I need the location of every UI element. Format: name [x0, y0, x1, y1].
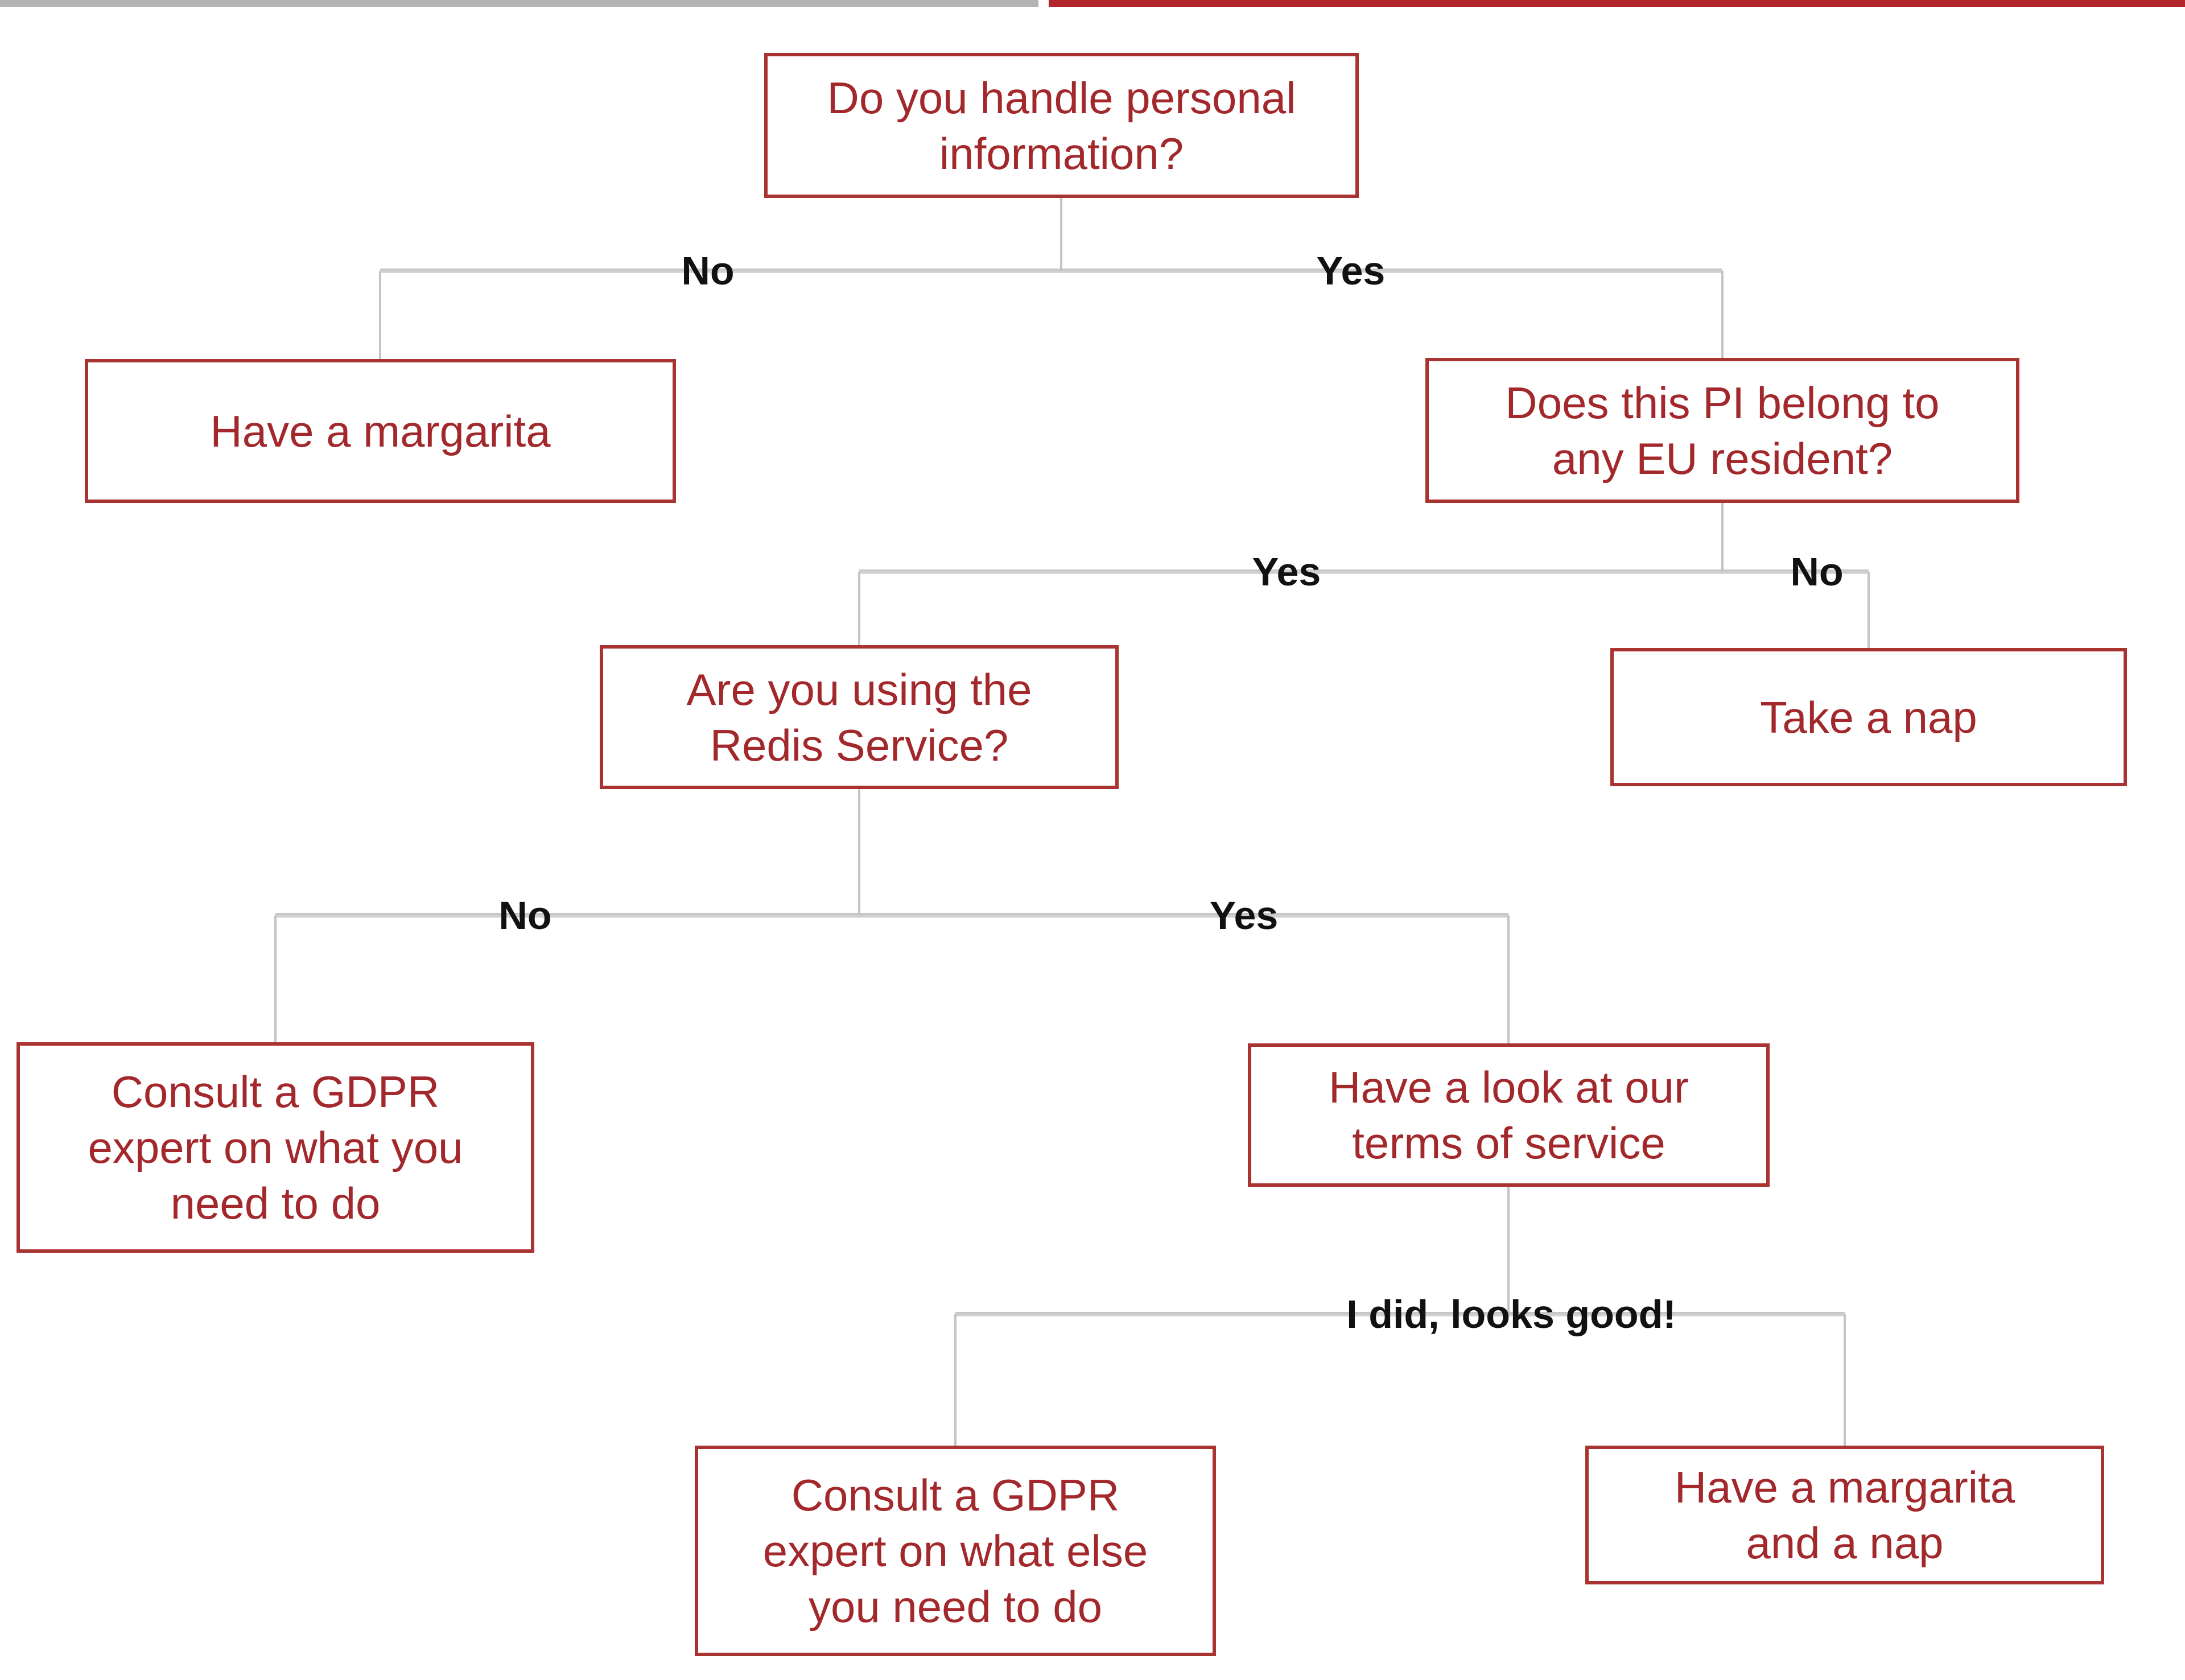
connector-to-take-nap	[1867, 572, 1870, 649]
connector-root-stub	[1060, 198, 1062, 271]
connector-level1-horizontal	[380, 269, 1722, 273]
node-margarita-and-nap: Have a margarita and a nap	[1585, 1446, 2104, 1584]
node-q-redis-service: Are you using the Redis Service?	[600, 645, 1119, 789]
connector-to-consult-gdpr-else	[954, 1314, 957, 1447]
connector-to-have-margarita	[379, 271, 381, 360]
edge-label-yes-3: Yes	[1209, 893, 1279, 938]
node-consult-gdpr: Consult a GDPR expert on what you need t…	[17, 1042, 534, 1253]
connector-to-margarita-and-nap	[1844, 1314, 1846, 1447]
connector-level4-horizontal	[955, 1312, 1845, 1316]
edge-label-i-did-looks-good: I did, looks good!	[1346, 1292, 1676, 1336]
edge-label-yes-2: Yes	[1252, 550, 1321, 594]
node-terms-of-service: Have a look at our terms of service	[1248, 1043, 1770, 1187]
node-take-nap: Take a nap	[1610, 648, 2127, 786]
edge-label-no-1: No	[681, 249, 735, 293]
node-have-margarita: Have a margarita	[85, 359, 676, 503]
node-q-eu-resident: Does this PI belong to any EU resident?	[1425, 358, 2019, 503]
connector-to-consult-gdpr	[274, 915, 277, 1043]
edge-label-yes-1: Yes	[1316, 249, 1386, 293]
connector-to-redis-service	[858, 572, 860, 646]
edge-label-no-2: No	[1790, 550, 1844, 594]
connector-to-eu-resident	[1721, 271, 1724, 359]
connector-level2-horizontal	[859, 569, 1869, 574]
connector-terms-of-service-stub	[1507, 1187, 1510, 1314]
connector-to-terms-of-service	[1507, 915, 1510, 1045]
topbar-red-segment	[1049, 0, 2185, 7]
node-consult-gdpr-else: Consult a GDPR expert on what else you n…	[695, 1446, 1216, 1656]
topbar-gray-segment	[0, 0, 1038, 7]
edge-label-no-3: No	[498, 893, 552, 938]
connector-redis-service-stub	[858, 789, 860, 915]
connector-level3-horizontal	[275, 913, 1508, 918]
node-q-personal-info: Do you handle personal information?	[764, 53, 1359, 198]
connector-eu-resident-stub	[1721, 503, 1724, 572]
